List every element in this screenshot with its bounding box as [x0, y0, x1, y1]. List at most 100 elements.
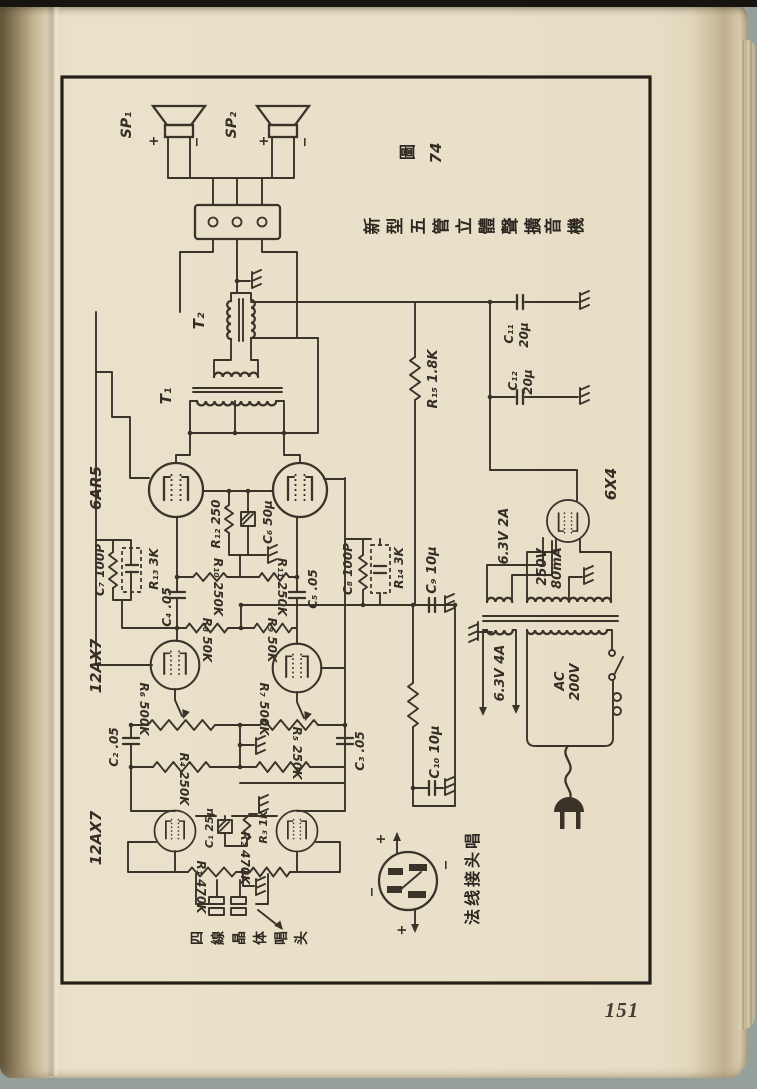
label-mains-ac: AC	[553, 671, 568, 692]
resistor-r12	[224, 504, 234, 534]
label-r1: R₁ 470K	[194, 860, 208, 915]
voltage-tap	[612, 692, 622, 702]
label-t1: T₁	[157, 388, 175, 405]
resistor-r2	[249, 866, 291, 878]
sp1-plus: +	[147, 136, 162, 147]
title-char: 聲	[500, 218, 521, 235]
label-c3: C₃ .05	[353, 731, 367, 771]
caption-char: 晶	[232, 931, 248, 945]
sp1-minus: −	[190, 137, 205, 148]
title-char: 型	[385, 218, 406, 235]
label-t2: T₂	[190, 312, 208, 329]
caption-char: 法	[463, 909, 482, 925]
resistor-r3	[242, 816, 252, 841]
transformer-t2	[213, 269, 319, 378]
tube-12ax7b-right	[275, 809, 319, 853]
label-12ax7-b: 12AX7	[87, 810, 105, 865]
earth-terminal-icon	[468, 621, 493, 643]
speaker-sp1-icon	[150, 104, 208, 139]
label-mains-volts: 200V	[568, 662, 583, 700]
label-heater-rect: 6.3V 2A	[497, 508, 512, 565]
title-char: 立	[454, 218, 475, 235]
label-r12: R₁₂ 250	[209, 500, 223, 549]
cap-c1	[217, 819, 233, 834]
title-char: 擴	[523, 218, 544, 235]
caption-char: 唱	[463, 833, 482, 849]
label-r3: R₃ 1K	[257, 809, 270, 844]
caption-char: 接	[463, 871, 482, 887]
tube-12ax7b-left	[153, 809, 197, 853]
power-plug-icon	[554, 797, 584, 829]
label-r4: R₄ 250K	[177, 752, 191, 807]
pot-r7	[259, 719, 319, 731]
label-hv-volts: 250V	[535, 547, 550, 585]
label-sp1: SP₁	[119, 112, 135, 138]
cap-c6	[240, 511, 256, 527]
label-c6: C₆ 50μ	[261, 500, 275, 544]
label-sp2: SP₂	[224, 111, 240, 138]
transformer-t1	[189, 337, 319, 434]
power-transformer	[482, 596, 619, 636]
title-char: 管	[431, 218, 452, 235]
tube-6ar5-right	[271, 461, 329, 519]
tube-12ax7a-left	[149, 639, 201, 691]
label-c8: C₈ 100P	[341, 543, 355, 595]
power-switch	[608, 649, 624, 681]
spine-crease	[46, 6, 60, 1076]
title-char: 新	[362, 218, 383, 235]
caption-char: 线	[463, 890, 482, 906]
label-c12-id: C₁₂	[506, 371, 520, 391]
label-r9: R₉ 50K	[265, 618, 279, 664]
crystal-cartridge-icon	[195, 873, 287, 933]
figure-number: 74	[427, 143, 445, 164]
phono-minus-right: −	[439, 860, 454, 871]
dashed-box-left	[121, 547, 142, 593]
figure-frame	[60, 75, 652, 985]
label-c1: C₁ 25μ	[203, 808, 216, 848]
label-c5: C₅ .05	[306, 569, 320, 609]
label-r6: R₆ 500K	[137, 682, 151, 737]
label-r14: R₁₄ 3K	[392, 546, 406, 589]
tube-6ar5-left	[147, 461, 205, 519]
speaker-sp2-icon	[254, 104, 312, 139]
title-char: 五	[409, 218, 429, 235]
terminal-strip	[193, 203, 282, 241]
phono-minus-left: −	[365, 887, 380, 898]
label-r2: R₂ 470K	[238, 831, 252, 886]
resistor-r11	[258, 572, 290, 582]
title-char: 體	[478, 218, 498, 235]
label-r8: R₈ 50K	[200, 618, 214, 664]
label-r10: R₁₀ 250K	[211, 558, 225, 618]
label-c12-val: 20μ	[521, 369, 535, 395]
phono-plus-top: +	[374, 834, 389, 845]
caption-cartridge-type: 四 線 晶 体 唱 头	[190, 930, 310, 945]
resistor-r15	[409, 356, 421, 401]
label-hv-current: 80mA	[550, 547, 565, 589]
resistor-r4	[152, 761, 211, 773]
caption-char: 線	[210, 931, 227, 945]
label-c11-val: 20μ	[517, 322, 531, 348]
label-c2: C₂ .05	[107, 727, 121, 767]
resistor-r9	[253, 622, 293, 634]
caption-char: 体	[252, 930, 269, 945]
pot-r6	[147, 719, 216, 731]
label-r5: R₅ 250K	[290, 726, 304, 781]
sp2-plus: +	[257, 136, 272, 147]
tube-6x4	[546, 499, 590, 543]
scan-edge	[0, 0, 757, 7]
label-r13: R₁₃ 3K	[147, 547, 161, 590]
resistor-dropper	[407, 682, 419, 728]
label-r11: R₁₁ 250K	[275, 558, 289, 618]
label-c10: C₁₀ 10μ	[428, 725, 443, 778]
caption-char: 四	[190, 931, 206, 945]
cap-c9-c10	[427, 596, 437, 797]
label-heater-main: 6.3V 4A	[493, 645, 508, 702]
label-c4: C₄ .05	[160, 587, 174, 627]
figure-title: 新 型 五 管 立 體 聲 擴 音 機	[362, 218, 587, 235]
dashed-box-right	[370, 544, 391, 594]
page-number: 151	[605, 998, 640, 1022]
page-edge-stack	[739, 40, 755, 1030]
junction-dots	[128, 278, 493, 875]
